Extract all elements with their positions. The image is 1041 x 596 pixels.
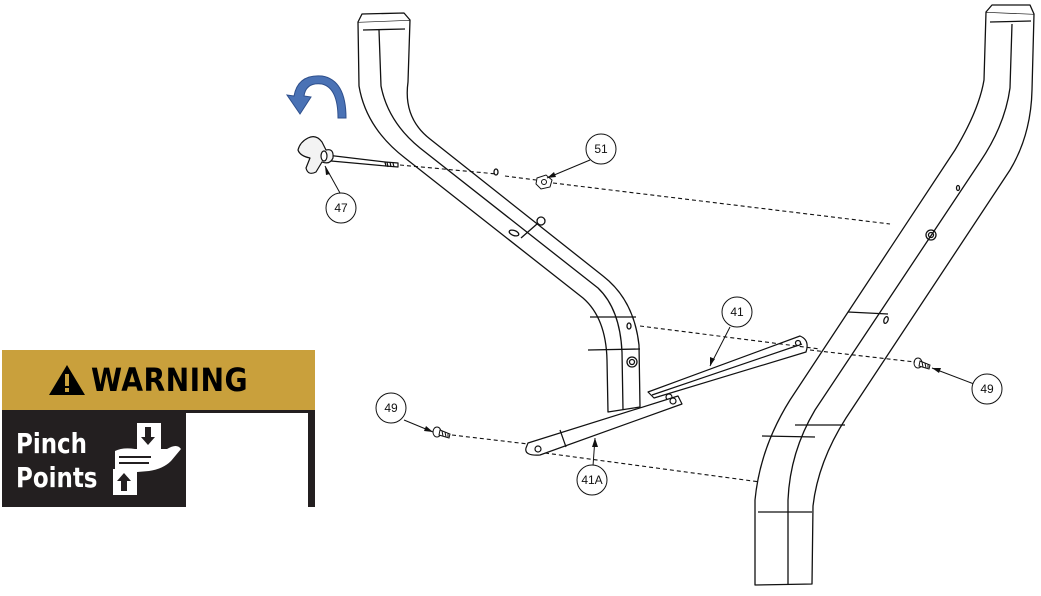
pinch-points-warning-label: WARNING Pinch Points: [2, 350, 315, 507]
brace-41: [647, 335, 808, 401]
left-frame-leg: [357, 12, 641, 413]
callout-41a-label: 41A: [581, 473, 602, 487]
pinch-text-line-1: Pinch: [16, 427, 88, 460]
warning-title: WARNING: [91, 361, 249, 399]
callout-49-left-label: 49: [384, 401, 398, 415]
callout-47: 47: [325, 192, 357, 224]
brace-41a: [525, 395, 683, 456]
hand-pinch-icon: [113, 423, 181, 495]
callout-51-label: 51: [594, 142, 608, 156]
right-frame-leg: [754, 4, 1035, 586]
callout-49-right-label: 49: [980, 382, 994, 396]
warning-header: WARNING: [2, 350, 315, 410]
nut-51: [535, 174, 553, 190]
leader-arrowheads: [325, 166, 941, 447]
callout-49-left: 49: [375, 392, 407, 424]
callout-41a: 41A: [576, 464, 608, 496]
callout-49-right: 49: [971, 373, 1003, 405]
callout-47-label: 47: [334, 201, 348, 215]
warning-body: Pinch Points: [5, 413, 183, 503]
rotate-counterclockwise-arrow-icon: [285, 75, 347, 119]
callout-51: 51: [585, 133, 617, 165]
warning-blank-area: [186, 413, 308, 507]
callout-41: 41: [721, 296, 753, 328]
knob-47: [297, 136, 399, 174]
warning-triangle-icon: [49, 365, 86, 395]
bolt-49-right: [913, 357, 931, 370]
callout-41-label: 41: [730, 305, 744, 319]
pinch-text-line-2: Points: [16, 461, 98, 494]
pinch-points-text: Pinch Points: [16, 427, 97, 495]
bolt-49-left: [432, 426, 451, 439]
assembly-guide-lines: [399, 164, 916, 483]
